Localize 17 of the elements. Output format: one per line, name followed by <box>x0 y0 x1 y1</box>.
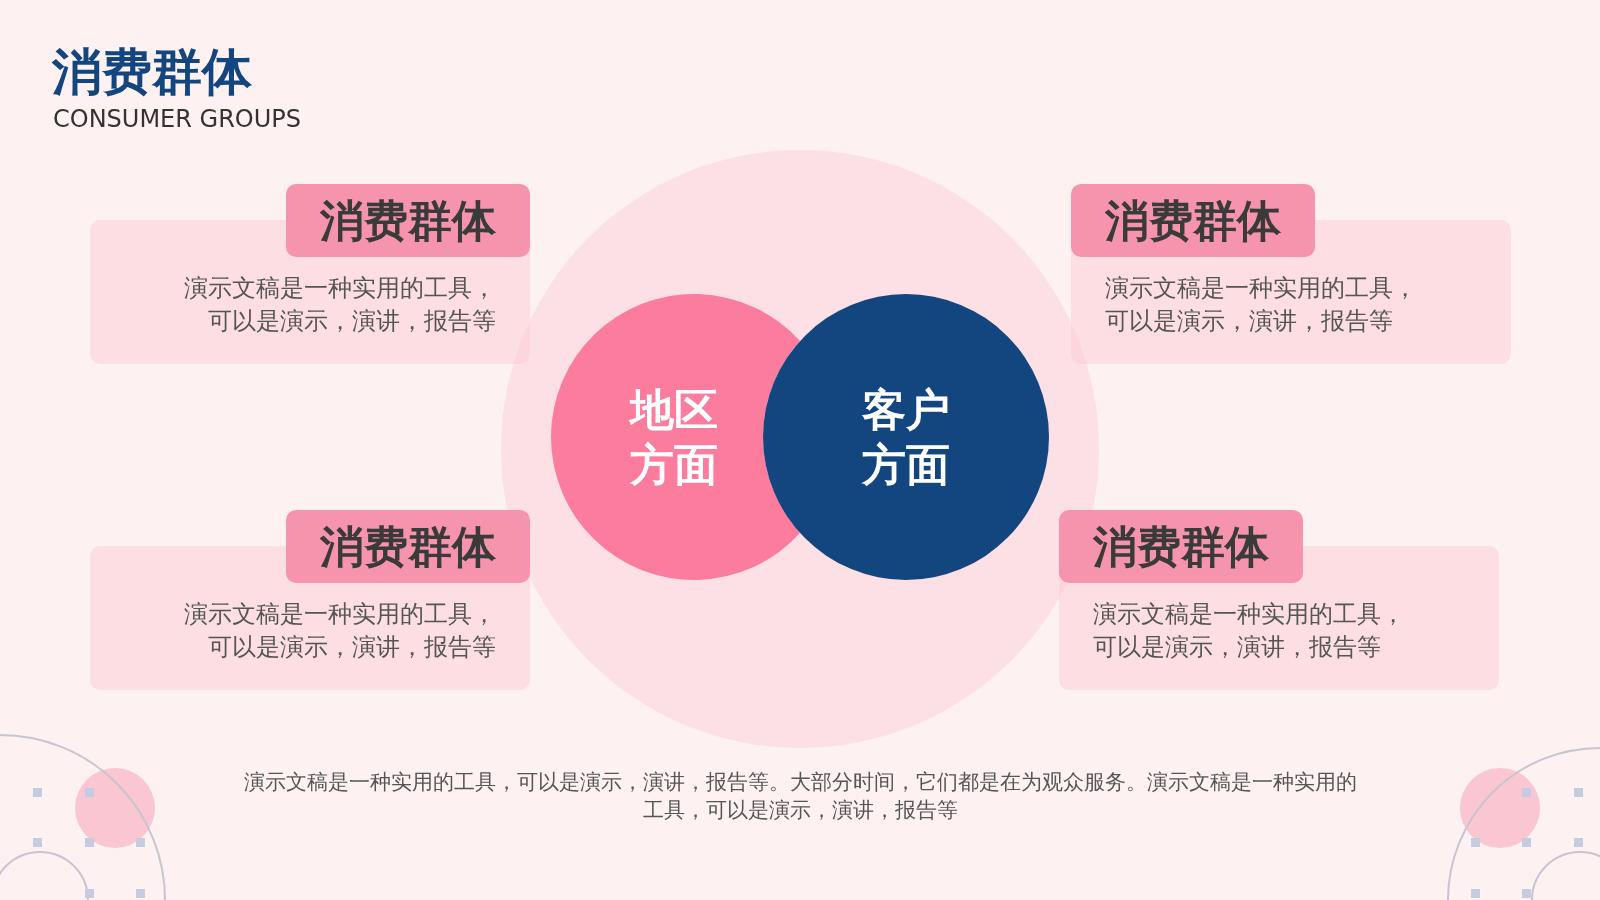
page-title: 消费群体 <box>52 42 252 102</box>
heading-tab: 消费群体 <box>1071 184 1315 257</box>
heading-tab: 消费群体 <box>1059 510 1303 583</box>
card-text: 演示文稿是一种实用的工具，可以是演示，演讲，报告等 <box>1105 273 1418 337</box>
info-card <box>1059 510 1499 690</box>
circle-label: 地区方面 <box>629 383 720 492</box>
card-text: 演示文稿是一种实用的工具，可以是演示，演讲，报告等 <box>183 273 496 337</box>
description-text: 演示文稿是一种实用的工具，可以是演示，演讲，报告等。大部分时间，它们都是在为观众服务。演示文稿是一种实用的工具，可以是演示，演讲，报告等 <box>242 769 1358 824</box>
card-text: 演示文稿是一种实用的工具，可以是演示，演讲，报告等 <box>183 599 496 663</box>
subtitle: CONSUMER GROUPS <box>53 105 301 134</box>
info-card <box>90 184 530 364</box>
heading-tab: 消费群体 <box>286 184 530 257</box>
info-card <box>1071 184 1511 364</box>
info-card <box>90 510 530 690</box>
card-text: 演示文稿是一种实用的工具，可以是演示，演讲，报告等 <box>1093 599 1406 663</box>
heading-tab: 消费群体 <box>286 510 530 583</box>
circle-label: 客户方面 <box>860 383 951 492</box>
